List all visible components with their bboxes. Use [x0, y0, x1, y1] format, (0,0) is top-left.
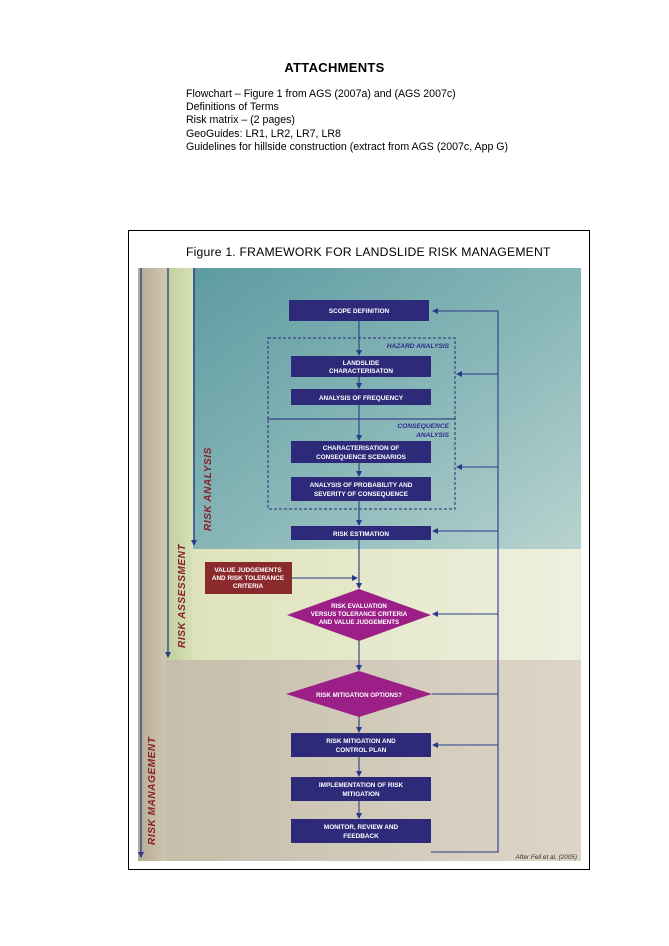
value-label-line1: VALUE JUDGEMENTS	[214, 567, 282, 574]
hazard-analysis-heading: HAZARD ANALYSIS	[387, 343, 450, 350]
evaluation-label-line2: VERSUS TOLERANCE CRITERIA	[311, 611, 408, 618]
management-strip	[138, 268, 166, 861]
implementation-box: IMPLEMENTATION OF RISK MITIGATION	[291, 777, 431, 801]
risk-analysis-label: RISK ANALYSIS	[203, 447, 214, 531]
mitigation-options-diamond: RISK MITIGATION OPTIONS?	[286, 671, 432, 717]
implementation-label-line2: MITIGATION	[342, 791, 380, 798]
attachment-item: Guidelines for hillside construction (ex…	[186, 140, 509, 153]
assessment-strip	[166, 268, 193, 660]
characterisation-label-line2: CONSEQUENCE SCENARIOS	[316, 454, 407, 461]
analysis-of-frequency-box: ANALYSIS OF FREQUENCY	[291, 389, 431, 405]
characterisation-box: CHARACTERISATION OF CONSEQUENCE SCENARIO…	[291, 441, 431, 463]
mitigation-plan-label-line1: RISK MITIGATION AND	[326, 738, 396, 745]
mitigation-options-label: RISK MITIGATION OPTIONS?	[316, 692, 402, 699]
mitigation-plan-label-line2: CONTROL PLAN	[336, 747, 387, 754]
probability-severity-box: ANALYSIS OF PROBABILITY AND SEVERITY OF …	[291, 477, 431, 501]
risk-management-label: RISK MANAGEMENT	[147, 736, 158, 845]
scope-definition-label: SCOPE DEFINITION	[329, 308, 390, 315]
risk-evaluation-diamond: RISK EVALUATION VERSUS TOLERANCE CRITERI…	[287, 589, 431, 641]
mitigation-control-plan-box: RISK MITIGATION AND CONTROL PLAN	[291, 733, 431, 757]
evaluation-label-line1: RISK EVALUATION	[331, 603, 387, 610]
analysis-frequency-label: ANALYSIS OF FREQUENCY	[319, 395, 404, 402]
consequence-analysis-region	[267, 418, 456, 510]
hazard-analysis-region	[267, 337, 456, 420]
monitor-review-box: MONITOR, REVIEW AND FEEDBACK	[291, 819, 431, 843]
value-judgements-box: VALUE JUDGEMENTS AND RISK TOLERANCE CRIT…	[205, 562, 292, 594]
risk-estimation-label: RISK ESTIMATION	[333, 531, 389, 538]
consequence-heading-line1: CONSEQUENCE	[397, 423, 449, 430]
landslide-label-line1: LANDSLIDE	[343, 360, 380, 367]
page-title: ATTACHMENTS	[284, 60, 385, 75]
evaluation-label-line3: AND VALUE JUDGEMENTS	[319, 619, 399, 626]
monitor-label-line1: MONITOR, REVIEW AND	[324, 824, 399, 831]
value-label-line2: AND RISK TOLERANCE	[212, 575, 285, 582]
probability-label-line1: ANALYSIS OF PROBABILITY AND	[310, 482, 413, 489]
attachment-item: Definitions of Terms	[186, 101, 279, 114]
value-label-line3: CRITERIA	[233, 583, 264, 590]
consequence-heading-line2: ANALYSIS	[415, 432, 449, 439]
landslide-characterisation-box: LANDSLIDE CHARACTERISATON	[291, 356, 431, 377]
landslide-label-line2: CHARACTERISATON	[329, 368, 393, 375]
scope-definition-box: SCOPE DEFINITION	[289, 300, 429, 321]
feedback-line	[431, 308, 499, 853]
implementation-label-line1: IMPLEMENTATION OF RISK	[319, 782, 404, 789]
attachment-item: GeoGuides: LR1, LR2, LR7, LR8	[186, 127, 341, 140]
attachments-list: Flowchart – Figure 1 from AGS (2007a) an…	[186, 88, 508, 154]
monitor-label-line2: FEEDBACK	[343, 833, 379, 840]
figure-credit: After Fell et al, (2005)	[515, 854, 577, 861]
probability-label-line2: SEVERITY OF CONSEQUENCE	[314, 491, 409, 498]
figure-title: Figure 1. FRAMEWORK FOR LANDSLIDE RISK M…	[186, 245, 551, 259]
characterisation-label-line1: CHARACTERISATION OF	[323, 445, 400, 452]
risk-estimation-box: RISK ESTIMATION	[291, 526, 431, 540]
attachment-item: Risk matrix – (2 pages)	[186, 114, 295, 127]
risk-assessment-label: RISK ASSESSMENT	[177, 544, 188, 648]
attachment-item: Flowchart – Figure 1 from AGS (2007a) an…	[186, 88, 456, 100]
